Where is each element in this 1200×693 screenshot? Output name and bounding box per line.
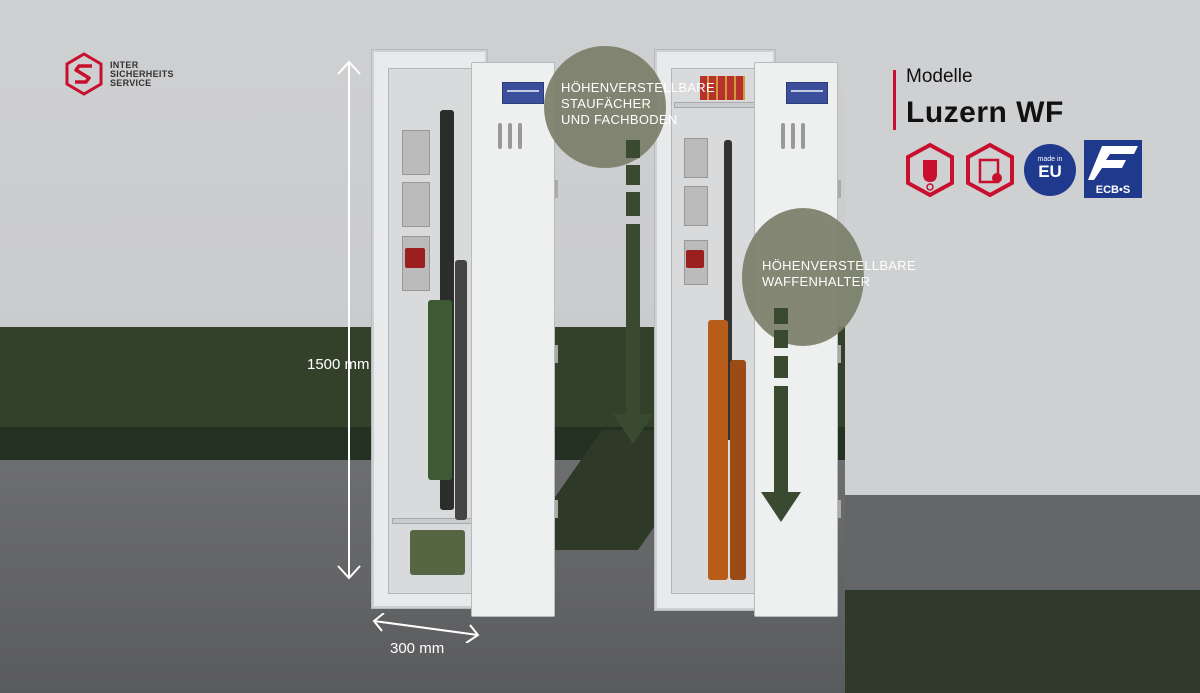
safe-right-storage-box-1 xyxy=(684,138,708,178)
arrow-up-icon xyxy=(337,60,361,75)
safe-left-hinge xyxy=(555,500,558,518)
safe-left-ammo-case xyxy=(410,530,465,575)
key-icon xyxy=(508,123,512,149)
key-icon xyxy=(801,123,805,149)
safe-right-hinge xyxy=(838,180,841,198)
inter-sicherheits-logo-icon xyxy=(65,52,103,96)
shelf-callout-text: HÖHENVERSTELLBARE STAUFÄCHER UND FACHBOD… xyxy=(561,80,715,127)
key-icon xyxy=(498,123,502,149)
safe-right-cartridges xyxy=(700,76,745,100)
made-in-eu-icon: made in EU xyxy=(1024,144,1076,196)
safe-left-storage-box-1 xyxy=(402,130,430,175)
safe-left-hinge xyxy=(555,180,558,198)
title-accent-bar xyxy=(893,70,896,130)
width-label: 300 mm xyxy=(390,640,445,657)
ecbs-logo-icon: ECB•S xyxy=(1084,140,1142,198)
safe-right-rifle-wood-1 xyxy=(708,320,728,580)
arrow-down-icon xyxy=(613,414,653,444)
safe-left-rifle-stock xyxy=(428,300,452,480)
safe-left-key-rack xyxy=(496,123,532,151)
background-right-band xyxy=(845,495,1200,595)
key-icon xyxy=(518,123,522,149)
arrow-down-icon xyxy=(337,565,361,580)
safe-right-ammo-box xyxy=(686,250,704,268)
safe-right-storage-box-2 xyxy=(684,186,708,226)
width-dimension-arrow xyxy=(372,613,480,643)
safe-left-ammo-box xyxy=(405,248,425,268)
height-dimension-line xyxy=(348,62,350,578)
key-icon xyxy=(781,123,785,149)
safe-left-nameplate xyxy=(502,82,544,104)
background-right-wall xyxy=(845,0,1200,495)
safe-right-hinge xyxy=(838,345,841,363)
logo-text: INTER SICHERHEITS SERVICE xyxy=(110,59,174,88)
models-label: Modelle xyxy=(906,66,973,87)
safe-right-rifle-barrel xyxy=(724,140,732,440)
safe-left-hinge xyxy=(555,345,558,363)
holder-callout-text: HÖHENVERSTELLBARE WAFFENHALTER xyxy=(762,258,916,289)
brand-logo[interactable]: INTER SICHERHEITS SERVICE xyxy=(64,52,200,96)
safe-right-nameplate xyxy=(786,82,828,104)
key-icon xyxy=(791,123,795,149)
safe-right-rifle-wood-2 xyxy=(730,360,746,580)
background-right-dark xyxy=(845,590,1200,693)
safe-right-hinge xyxy=(838,500,841,518)
certificate-hexagon-icon xyxy=(966,142,1014,198)
safe-right-key-rack xyxy=(779,123,815,151)
shelf-callout-bubble xyxy=(544,46,666,168)
height-label: 1500 mm xyxy=(307,356,370,373)
ecbs-mark-icon xyxy=(1088,146,1138,180)
safe-left-storage-box-2 xyxy=(402,182,430,227)
safe-left-rifle-2 xyxy=(455,260,467,520)
holder-callout-bubble xyxy=(742,208,864,346)
fire-hand-hexagon-icon xyxy=(906,142,954,198)
arrow-down-icon xyxy=(761,492,801,522)
model-title: Luzern WF xyxy=(906,96,1064,129)
safe-left-door[interactable] xyxy=(471,62,555,617)
